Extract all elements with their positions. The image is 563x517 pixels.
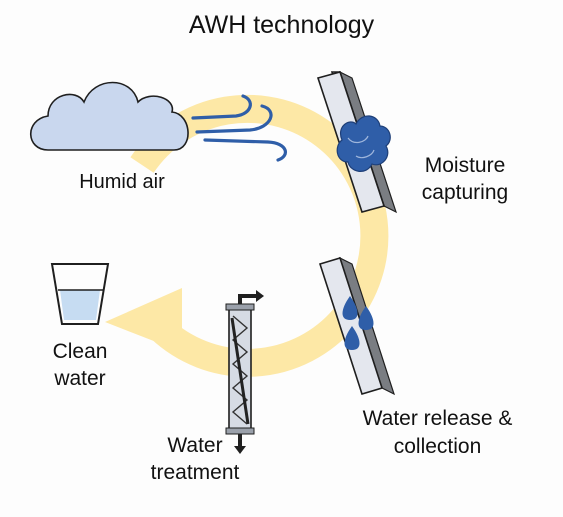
label-clean-water-line1: Clean — [52, 340, 108, 363]
label-water-treatment: Water treatment — [115, 432, 275, 486]
filter-column-icon — [225, 290, 264, 454]
label-water-release: Water release & collection — [325, 405, 550, 461]
moisture-panel-icon — [316, 70, 398, 214]
label-humid-air: Humid air — [79, 171, 165, 193]
cycle-arrowhead — [105, 288, 182, 352]
water-glass-icon — [50, 263, 110, 325]
label-water-release-line1: Water release & — [362, 407, 513, 430]
label-moisture-capturing-line1: Moisture — [424, 154, 506, 177]
label-clean-water-line2: water — [54, 367, 106, 390]
cloud-icon — [30, 81, 189, 151]
wind-icon — [191, 94, 287, 162]
label-moisture-capturing-line2: capturing — [421, 181, 509, 204]
label-moisture-capturing: Moisture capturing — [395, 152, 535, 206]
label-water-release-line2: collection — [393, 435, 482, 458]
label-water-treatment-line1: Water — [167, 434, 223, 457]
label-water-treatment-line2: treatment — [150, 461, 240, 484]
label-clean-water: Clean water — [20, 338, 140, 392]
water-drops-panel-icon — [318, 256, 396, 396]
diagram-title: AWH technology — [188, 11, 375, 39]
